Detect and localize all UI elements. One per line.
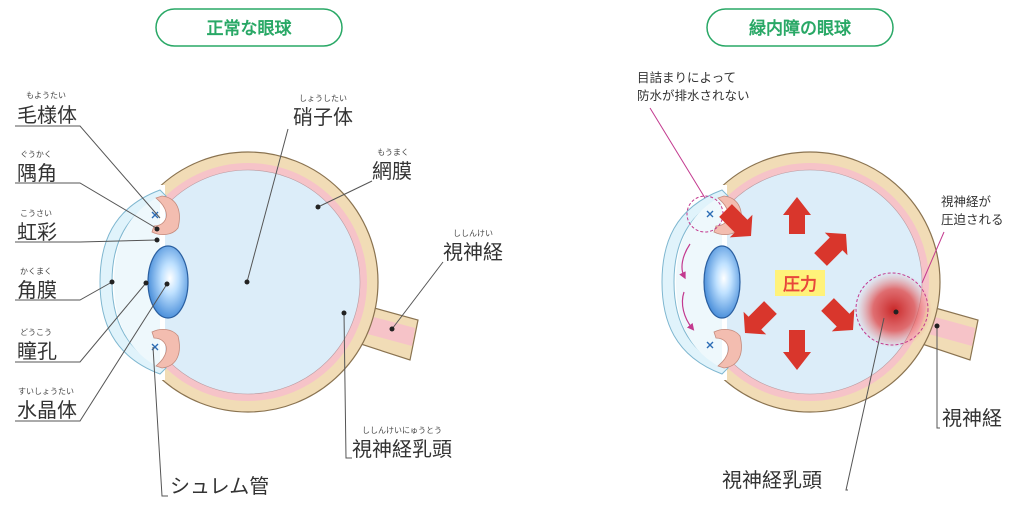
normal-schlemm-upper [151, 211, 159, 219]
label-optic-disc: ししんけいにゅうとう 視神経乳頭 [352, 426, 452, 461]
normal-ciliary-body-lower [151, 328, 180, 369]
svg-text:視神経乳頭: 視神経乳頭 [352, 437, 452, 461]
label-lens: すいしょうたい 水晶体 [17, 387, 77, 422]
glaucoma-title-pill: 緑内障の眼球 [706, 8, 894, 47]
svg-text:隅角: 隅角 [17, 161, 57, 185]
glaucoma-optic-disc-label: 視神経乳頭 [722, 468, 822, 492]
svg-text:ぐうかく: ぐうかく [20, 150, 52, 159]
clog-note-line2: 防水が排水されない [637, 88, 750, 103]
pressure-arrows [719, 197, 855, 370]
normal-title-pill: 正常な眼球 [155, 8, 343, 47]
label-iris: こうさい 虹彩 [17, 209, 57, 244]
svg-text:ししんけい: ししんけい [453, 229, 493, 238]
pressure-arrow-down [783, 330, 811, 370]
glaucoma-optic-nerve-label: 視神経 [942, 406, 1002, 430]
compress-note: 視神経が 圧迫される [941, 194, 1004, 227]
label-cornea: かくまく 角膜 [17, 267, 57, 302]
normal-leaders [15, 125, 444, 497]
flow-arrow-lower [681, 291, 695, 331]
svg-text:すいしょうたい: すいしょうたい [18, 387, 74, 396]
optic-disc-hotspot [856, 272, 932, 348]
glaucoma-schlemm-lower [706, 341, 714, 349]
pressure-arrow-lower-right [821, 298, 855, 332]
svg-text:こうさい: こうさい [20, 209, 52, 218]
normal-aqueous [114, 196, 160, 368]
normal-ciliary-body-upper [151, 195, 180, 236]
svg-text:もようたい: もようたい [26, 91, 66, 100]
normal-title: 正常な眼球 [207, 18, 293, 39]
svg-text:毛様体: 毛様体 [17, 103, 77, 127]
label-pupil: どうこう 瞳孔 [17, 328, 57, 363]
compress-highlight-circle [855, 272, 929, 346]
label-vitreous: しょうしたい 硝子体 [293, 94, 353, 129]
pressure-arrow-lower-left [743, 301, 777, 335]
label-retina: もうまく 網膜 [372, 148, 412, 183]
glaucoma-lens [703, 245, 741, 319]
svg-text:硝子体: 硝子体 [293, 105, 353, 129]
svg-text:ししんけいにゅうとう: ししんけいにゅうとう [362, 426, 442, 435]
pressure-badge: 圧力 [775, 270, 825, 296]
svg-text:シュレム管: シュレム管 [170, 474, 269, 498]
pressure-arrow-upper-left [719, 204, 753, 238]
flow-arrow-upper [679, 243, 691, 280]
normal-cornea [99, 189, 167, 375]
svg-text:水晶体: 水晶体 [17, 398, 77, 422]
glaucoma-title: 緑内障の眼球 [749, 18, 852, 39]
pressure-arrow-upper-right [814, 232, 848, 266]
svg-text:視神経: 視神経 [443, 240, 503, 264]
glaucoma-leaders [649, 107, 945, 491]
clog-note: 目詰まりによって 防水が排水されない [637, 70, 750, 103]
svg-text:瞳孔: 瞳孔 [17, 339, 57, 363]
label-schlemm-canal: シュレム管 [170, 474, 269, 498]
compress-note-line1: 視神経が [941, 194, 992, 209]
svg-text:かくまく: かくまく [20, 267, 52, 276]
svg-text:虹彩: 虹彩 [17, 220, 57, 244]
svg-text:角膜: 角膜 [17, 278, 57, 302]
svg-text:どうこう: どうこう [20, 328, 52, 337]
pressure-label: 圧力 [783, 274, 817, 295]
pressure-arrow-up [783, 197, 811, 234]
label-optic-nerve: ししんけい 視神経 [443, 229, 503, 264]
svg-text:もうまく: もうまく [377, 148, 409, 157]
svg-text:しょうしたい: しょうしたい [299, 94, 347, 103]
glaucoma-ciliary-lower [713, 328, 742, 369]
glaucoma-cornea [661, 189, 729, 375]
glaucoma-schlemm-upper [706, 210, 714, 218]
clog-note-line1: 目詰まりによって [637, 70, 736, 85]
label-ciliary-body: もようたい 毛様体 [17, 91, 77, 127]
svg-text:網膜: 網膜 [372, 159, 412, 183]
compress-note-line2: 圧迫される [941, 212, 1004, 227]
label-angle: ぐうかく 隅角 [17, 150, 57, 185]
